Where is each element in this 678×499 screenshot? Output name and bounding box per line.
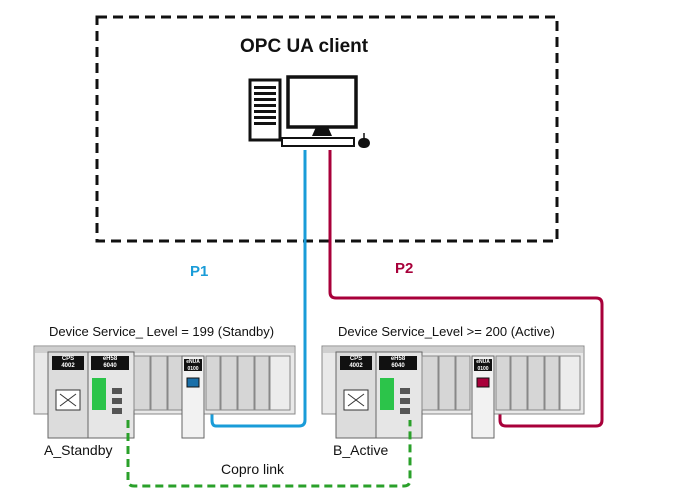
- path-p1-label: P1: [190, 263, 209, 280]
- computer-icon: [248, 75, 370, 148]
- rack-a-name: A_Standby: [44, 442, 113, 458]
- rack-a-eh-label: eH58 6040: [102, 356, 118, 369]
- rack-b-name: B_Active: [333, 442, 389, 458]
- rack-b-eh-label: eH58 6040: [390, 356, 406, 369]
- rack-a-cps-label: CPS 4002: [61, 356, 75, 369]
- path-p2-label: P2: [395, 260, 414, 277]
- rack-b-enua-label: eNUA 0100: [476, 359, 490, 372]
- rack-b-cps-label: CPS 4002: [349, 356, 363, 369]
- client-boundary: [95, 15, 559, 243]
- rack-a-enua-module: [181, 355, 205, 439]
- client-title: OPC UA client: [240, 36, 369, 57]
- copro-link-label: Copro link: [221, 461, 285, 477]
- rack-a-status: Device Service_ Level = 199 (Standby): [49, 324, 275, 339]
- rack-a-enua-label: eNUA 0100: [186, 359, 200, 372]
- rack-b-status: Device Service_Level >= 200 (Active): [338, 324, 555, 339]
- rack-a: [33, 345, 296, 439]
- rack-b: [321, 345, 585, 439]
- rack-b-enua-module: [471, 355, 495, 439]
